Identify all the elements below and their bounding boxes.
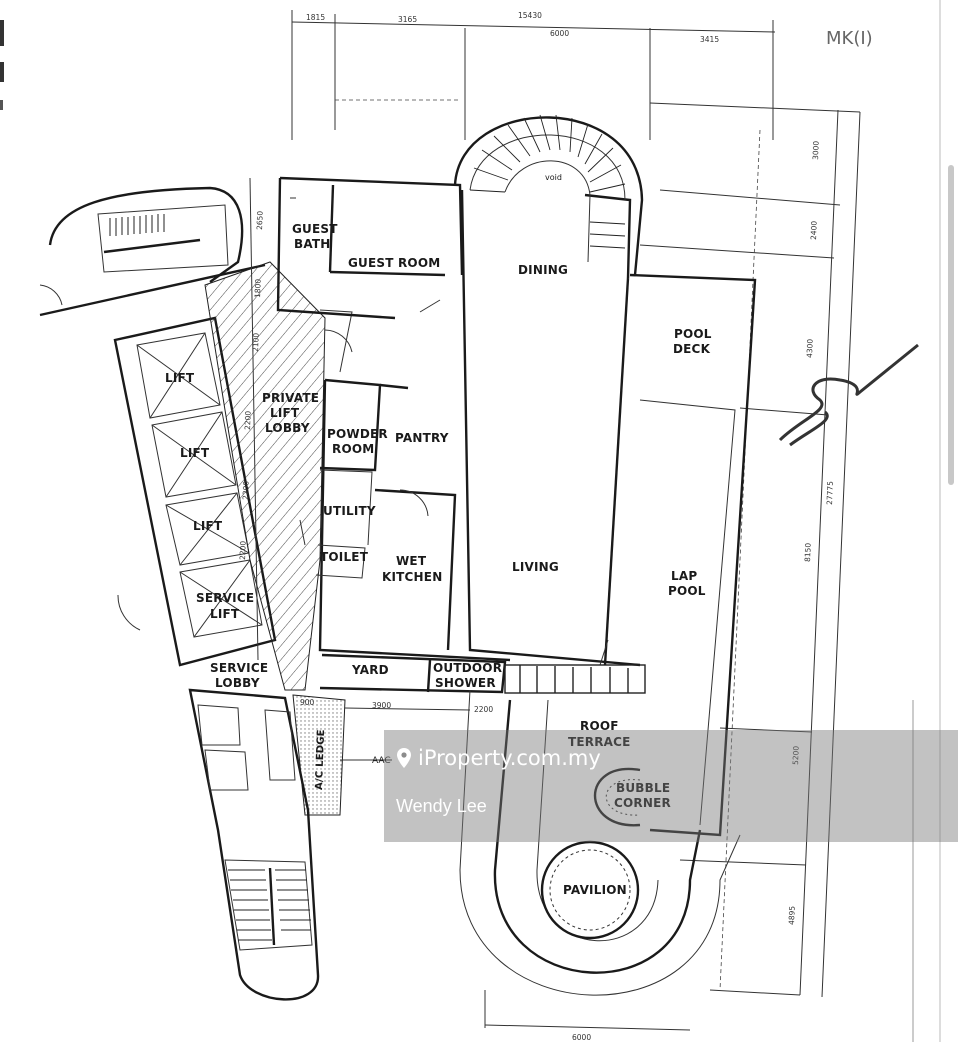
label-pool-deck-line1: POOL — [674, 327, 712, 341]
dim-top-4: 6000 — [550, 29, 569, 38]
stair-tower-top-left — [39, 186, 266, 317]
vertical-scrollbar[interactable] — [948, 165, 954, 485]
label-private-lift-lobby-line1: PRIVATE — [262, 391, 319, 405]
roof-terrace-outline — [459, 689, 741, 1031]
label-void: void — [545, 173, 562, 182]
label-service-lift-line2: LIFT — [210, 607, 240, 621]
label-toilet: TOILET — [320, 550, 369, 564]
dim-left-1: 2650 — [255, 210, 265, 230]
label-ac-ledge: A/C LEDGE — [314, 729, 327, 790]
dim-left-4: 2200 — [243, 410, 253, 430]
label-service-lobby-line1: SERVICE — [210, 661, 268, 675]
label-private-lift-lobby-line2: LIFT — [270, 406, 300, 420]
dim-bottom-2: 3900 — [372, 701, 391, 710]
dim-top-2: 3165 — [398, 15, 417, 24]
right-dimension-lines — [639, 102, 861, 998]
label-bubble-corner-line2: CORNER — [614, 796, 671, 810]
main-house-walls — [276, 176, 757, 837]
label-lift-3: LIFT — [193, 519, 223, 533]
dim-right-1: 3000 — [811, 140, 821, 160]
label-wet-kitchen-line2: KITCHEN — [382, 570, 442, 584]
label-service-lift-line1: SERVICE — [196, 591, 254, 605]
dim-bottom-3: 2200 — [474, 705, 493, 714]
page-edge-marks — [0, 0, 941, 1042]
left-dimension-lines — [249, 177, 259, 661]
void-spiral-stair — [453, 114, 644, 276]
dim-top-5: 3415 — [700, 35, 719, 44]
signature-mark — [778, 343, 919, 447]
location-pin-icon — [397, 748, 411, 768]
dim-left-6: 2200 — [238, 540, 248, 560]
label-lift-1: LIFT — [165, 371, 195, 385]
corner-label: MK(I) — [826, 28, 873, 49]
label-lift-2: LIFT — [180, 446, 210, 460]
label-wet-kitchen-line1: WET — [396, 554, 427, 568]
label-service-lobby-line2: LOBBY — [215, 676, 260, 690]
label-outdoor-shower-line1: OUTDOOR — [433, 661, 502, 675]
label-roof-terrace-line2: TERRACE — [568, 735, 631, 749]
dim-right-7: 4895 — [787, 905, 797, 925]
label-private-lift-lobby-line3: LOBBY — [265, 421, 310, 435]
watermark-agent-name: Wendy Lee — [396, 796, 487, 816]
label-guest-bath-line2: BATH — [294, 237, 331, 251]
dim-left-2: 1800 — [253, 278, 263, 298]
dim-right-3: 4300 — [805, 338, 815, 358]
dim-right-5: 8150 — [803, 542, 813, 562]
top-dimension-lines — [291, 10, 776, 140]
label-powder-room-line2: ROOM — [332, 442, 374, 456]
label-bubble-corner-line1: BUBBLE — [616, 781, 670, 795]
label-pool-deck-line2: DECK — [673, 342, 711, 356]
label-roof-terrace-line1: ROOF — [580, 719, 619, 733]
dim-bottom-4: 6000 — [572, 1033, 591, 1042]
dim-bottom-1: 900 — [300, 698, 315, 707]
label-outdoor-shower-line2: SHOWER — [435, 676, 496, 690]
dim-left-3: 2100 — [251, 332, 261, 352]
watermark-site-name: iProperty.com.my — [418, 746, 601, 770]
watermark-banner: iProperty.com.my Wendy Lee — [384, 730, 958, 842]
label-yard: YARD — [351, 663, 389, 677]
label-dining: DINING — [518, 263, 568, 277]
room-labels: GUEST BATH GUEST ROOM DINING void POOL D… — [165, 173, 712, 897]
dim-left-5: 2200 — [241, 480, 251, 500]
label-utility: UTILITY — [323, 504, 376, 518]
balustrade-strip — [504, 664, 646, 694]
label-pavilion: PAVILION — [563, 883, 627, 897]
lift-core — [113, 316, 277, 667]
label-guest-room: GUEST ROOM — [348, 256, 440, 270]
service-wing — [188, 688, 471, 1001]
label-lap-pool-line2: POOL — [668, 584, 706, 598]
private-lift-lobby-area — [204, 261, 326, 691]
label-living: LIVING — [512, 560, 559, 574]
dim-top-1: 1815 — [306, 13, 325, 22]
label-guest-bath-line1: GUEST — [292, 222, 338, 236]
label-lap-pool-line1: LAP — [671, 569, 697, 583]
label-powder-room-line1: POWDER — [327, 427, 388, 441]
dim-top-3: 15430 — [518, 11, 542, 20]
dim-right-2: 2400 — [809, 220, 819, 240]
watermark-logo: iProperty.com.my — [396, 746, 601, 770]
label-pantry: PANTRY — [395, 431, 449, 445]
dim-right-4: 27775 — [825, 481, 835, 505]
dim-right-6: 5200 — [791, 745, 801, 765]
label-aac: AAC — [372, 756, 391, 766]
